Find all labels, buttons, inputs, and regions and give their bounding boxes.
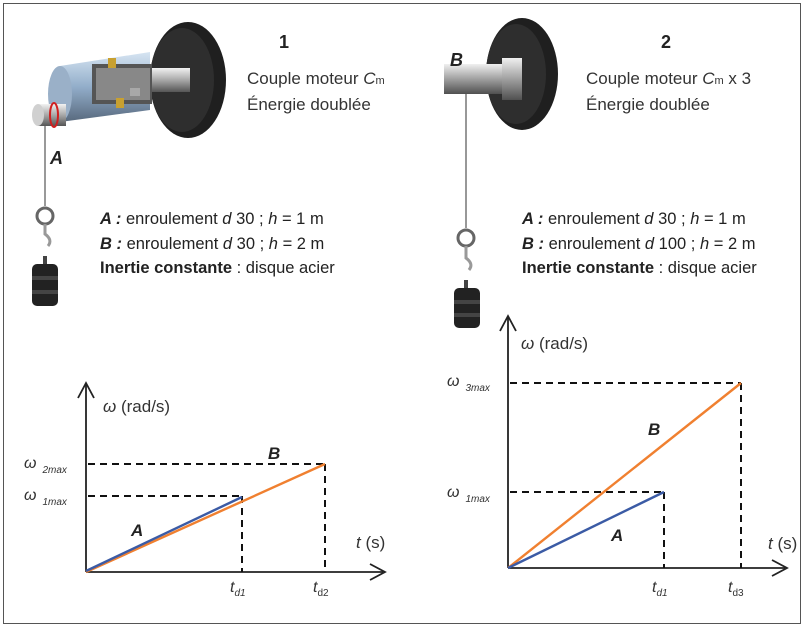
chart1-xtick-1: td1 xyxy=(230,579,246,599)
chart2-series-a xyxy=(507,490,665,570)
panel2-spec-inertia: Inertie constante : disque acier xyxy=(522,259,757,277)
chart2-ylabel: ω (rad/s) xyxy=(521,334,588,353)
chart1-series-a xyxy=(85,495,243,573)
chart2-x-arrow xyxy=(771,559,789,577)
panel1-energy-line: Énergie doublée xyxy=(247,95,371,114)
panel2-specs: A : enroulement d 30 ; h = 1 m B : enrou… xyxy=(522,207,757,281)
winch-illustration-1 xyxy=(32,22,226,306)
chart2-xtick-2: td3 xyxy=(728,579,744,599)
chart2-xtick-1: td1 xyxy=(652,579,668,599)
panel-number-1: 1 xyxy=(279,32,290,52)
pulley-label-b: B xyxy=(450,50,463,70)
panel2-description: Couple moteur Cm x 3 Énergie doublée xyxy=(586,67,751,116)
panel1-description: Couple moteur Cm Énergie doublée xyxy=(247,67,385,116)
chart2-series-label-b: B xyxy=(648,420,660,439)
panel2-spec-a: A : enroulement d 30 ; h = 1 m xyxy=(522,210,746,228)
panel2-energy-line: Énergie doublée xyxy=(586,95,710,114)
panel1-specs: A : enroulement d 30 ; h = 1 m B : enrou… xyxy=(100,207,335,281)
panel2-torque-line: Couple moteur Cm x 3 xyxy=(586,69,752,88)
panel1-spec-b: B : enroulement d 30 ; h = 2 m xyxy=(100,234,325,253)
chart2-series-label-a: A xyxy=(610,526,623,545)
chart1-series-b xyxy=(85,462,326,574)
chart2-y-arrow xyxy=(499,314,517,332)
chart1-series-label-b: B xyxy=(268,444,280,463)
chart1-xtick-2: td2 xyxy=(313,579,329,599)
chart2-xlabel: t (s) xyxy=(768,534,797,553)
chart2-series-b xyxy=(507,382,742,569)
chart1-series-label-a: A xyxy=(130,521,143,540)
panel1-spec-inertia: Inertie constante : disque acier xyxy=(100,259,335,277)
panel-number-2: 2 xyxy=(661,32,672,52)
winch-illustration-2 xyxy=(444,18,558,328)
chart1-xlabel: t (s) xyxy=(356,533,385,552)
chart1-x-arrow xyxy=(369,563,387,581)
chart1-ylabel: ω (rad/s) xyxy=(103,397,170,416)
chart1-y-arrow xyxy=(77,381,95,399)
pulley-label-a: A xyxy=(50,148,63,168)
panel1-spec-a: A : enroulement d 30 ; h = 1 m xyxy=(100,210,324,228)
panel2-spec-b: B : enroulement d 100 ; h = 2 m xyxy=(522,234,756,253)
panel1-torque-line: Couple moteur Cm xyxy=(247,69,385,88)
